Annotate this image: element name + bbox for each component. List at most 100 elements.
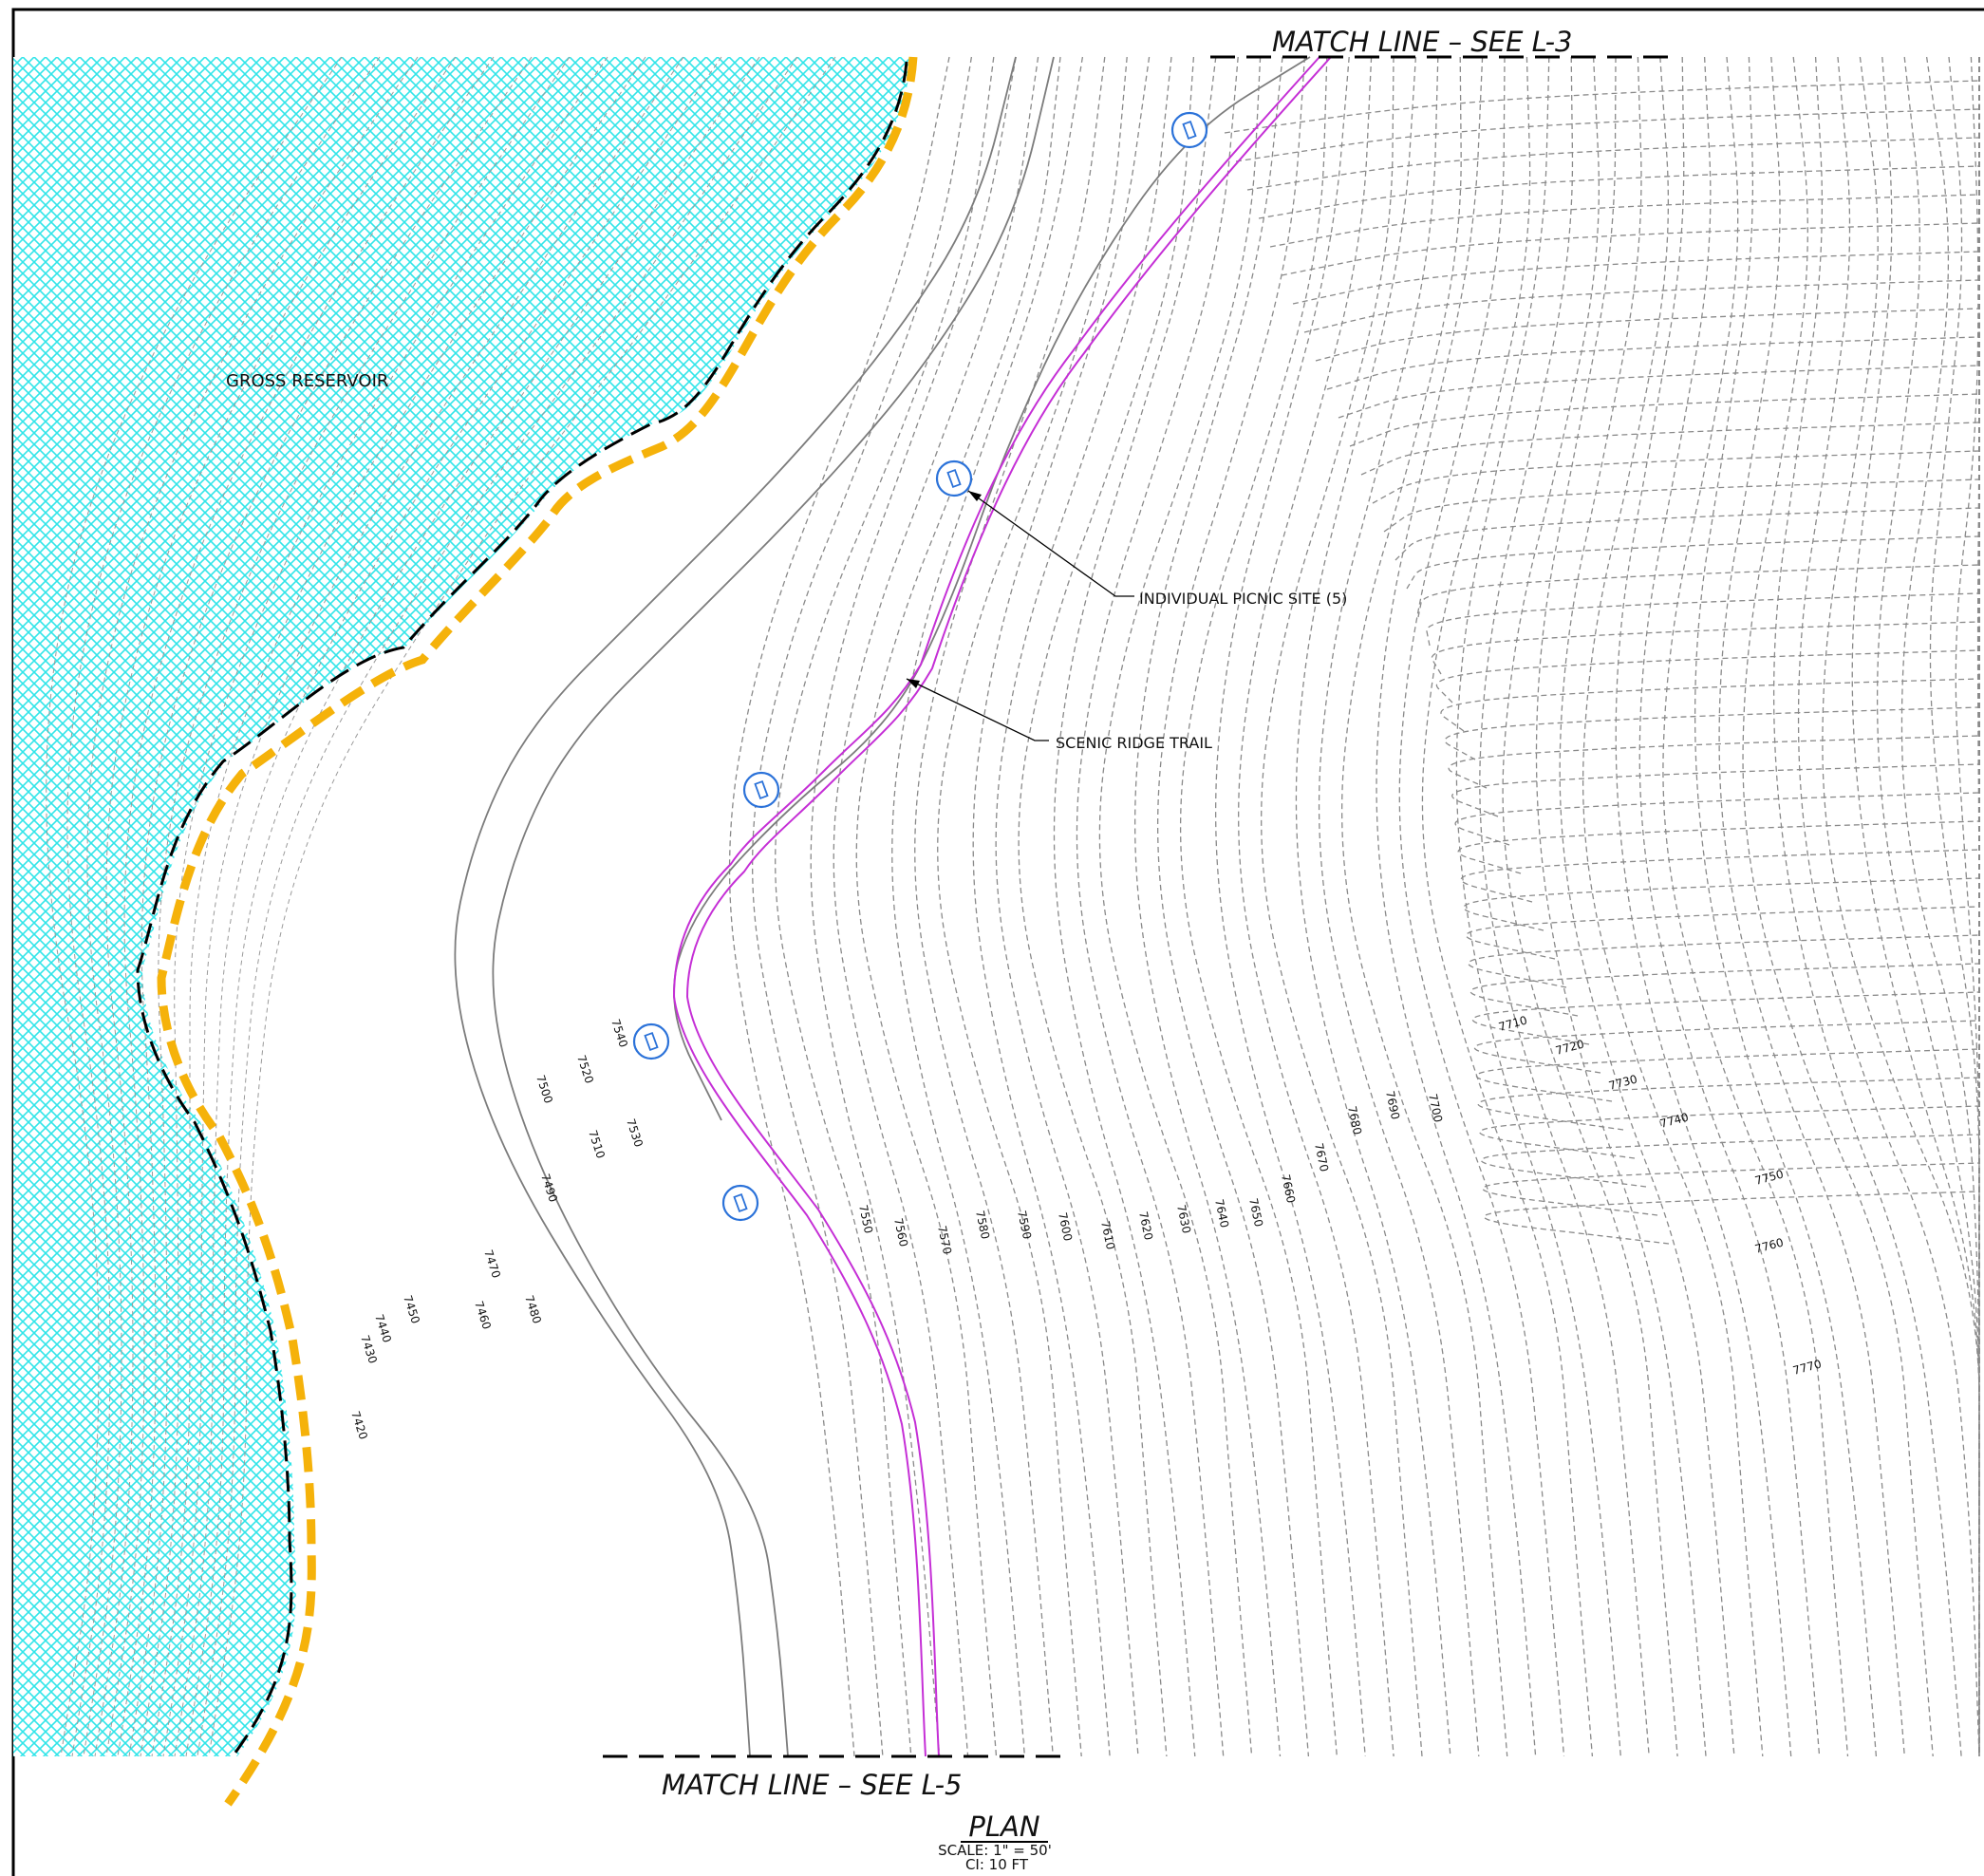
contour-elevation-label: 7620 [1136,1210,1155,1242]
match-line-bottom: MATCH LINE – SEE L-5 [603,1754,1063,1801]
contour-line [1053,56,1217,1757]
contour-elevation-label: 7570 [935,1225,954,1256]
contour-line [1473,1020,1980,1074]
contour-line [1098,56,1262,1757]
contour-line [1454,792,1980,846]
contour-elevation-label: 7700 [1426,1093,1445,1124]
contour-line [1018,56,1195,1757]
contour-line [1479,1105,1980,1159]
contour-elevation-label: 7610 [1098,1220,1117,1251]
contour-line [1451,763,1980,817]
contour-line [891,56,1084,1757]
contour-elevation-label: 7460 [472,1300,494,1331]
contour-line [1383,478,1980,533]
submerged-contour [117,56,533,1757]
contour-line [1426,592,1980,647]
contour-line [1417,564,1980,618]
contour-line [1360,422,1980,476]
match-line-top-label: MATCH LINE – SEE L-3 [1272,26,1573,58]
contour-line [1376,56,1537,1757]
contour-lines [728,56,1980,1757]
contour-line [1475,1048,1980,1102]
contour-line [1448,735,1980,789]
submerged-contour [105,56,495,1757]
contour-line [1559,56,1735,1757]
contour-line [1502,56,1678,1757]
leader-lines [906,490,1134,741]
contour-line [1444,706,1980,760]
contour-line [833,56,1039,1757]
contour-elevation-label: 7520 [574,1054,596,1085]
contour-line [1398,56,1565,1757]
contour-elevation-label: 7760 [1753,1235,1785,1255]
contour-elevation-label: 7650 [1246,1197,1265,1229]
contour-elevation-label: 7600 [1056,1211,1075,1243]
contour-line [1483,1191,1980,1245]
contour-line [1479,56,1650,1757]
grade-line [454,56,1017,1757]
contour-line [1477,1077,1980,1131]
picnic-site-icon [742,771,780,809]
picnic-site-icon [935,460,973,497]
contour-line [1406,535,1980,590]
picnic-site-icon [632,1022,670,1060]
match-line-top: MATCH LINE – SEE L-3 [1210,26,1671,59]
contour-line [1431,621,1980,675]
contour-line [995,56,1172,1757]
contour-line [1421,56,1594,1757]
contour-line [1822,56,1980,1756]
contour-line [1179,56,1338,1757]
contour-line [1718,56,1905,1757]
contour-line [1662,56,1849,1757]
submerged-contour [162,56,684,1757]
contour-line [1482,1162,1980,1216]
shoreline-boundary [157,56,918,1807]
contour-line [1303,279,1980,333]
contour-line [1797,56,1980,1757]
submerged-contour [151,56,646,1757]
contour-line [1851,56,1980,1756]
contour-elevation-label: 7430 [358,1334,380,1365]
water-edge [136,61,908,1757]
contour-line [1463,877,1980,931]
picnic-site-icon [721,1184,759,1222]
plan-scale: SCALE: 1" = 50' [938,1842,1052,1859]
contour-elevation-label: 7420 [348,1410,370,1441]
contour-line [1258,165,1980,219]
contour-line [1157,56,1310,1757]
contour-elevation-label: 7540 [608,1018,630,1049]
contour-line [914,56,1106,1757]
contour-elevation-label: 7670 [1312,1142,1331,1173]
gross-reservoir-label: GROSS RESERVOIR [226,371,388,391]
contour-line [1440,678,1980,732]
contour-line [1742,56,1934,1757]
contour-elevation-label: 7450 [401,1294,422,1325]
contour-elevation-label: 7630 [1174,1204,1193,1235]
contour-line [775,56,995,1757]
submerged-contour [94,56,457,1757]
contour-elevation-label: 7580 [973,1210,992,1241]
contour-line [1246,137,1980,191]
contour-line [1457,820,1980,874]
contour-elevation-label: 7590 [1015,1210,1034,1241]
contour-elevation-label: 7490 [538,1172,560,1204]
scenic-ridge-trail-line [672,56,1332,1757]
contour-line [1955,56,1980,1756]
contour-line [1341,56,1508,1757]
contour-line [972,56,1151,1757]
leader-arrow-picnic [968,491,982,501]
contour-line [1469,963,1980,1017]
contour-line [1535,56,1707,1757]
plan-contour-interval: CI: 10 FT [965,1856,1029,1873]
submerged-contour [46,56,343,1757]
contour-elevation-label: 7770 [1791,1357,1823,1377]
contour-line [752,56,973,1757]
contour-line [810,56,1017,1757]
gross-reservoir-area [13,57,911,1756]
plan-title-block: PLAN SCALE: 1" = 50' CI: 10 FT [938,1810,1052,1873]
contour-line [728,56,950,1757]
contour-line [1318,56,1480,1757]
grade-line [492,56,1055,1757]
